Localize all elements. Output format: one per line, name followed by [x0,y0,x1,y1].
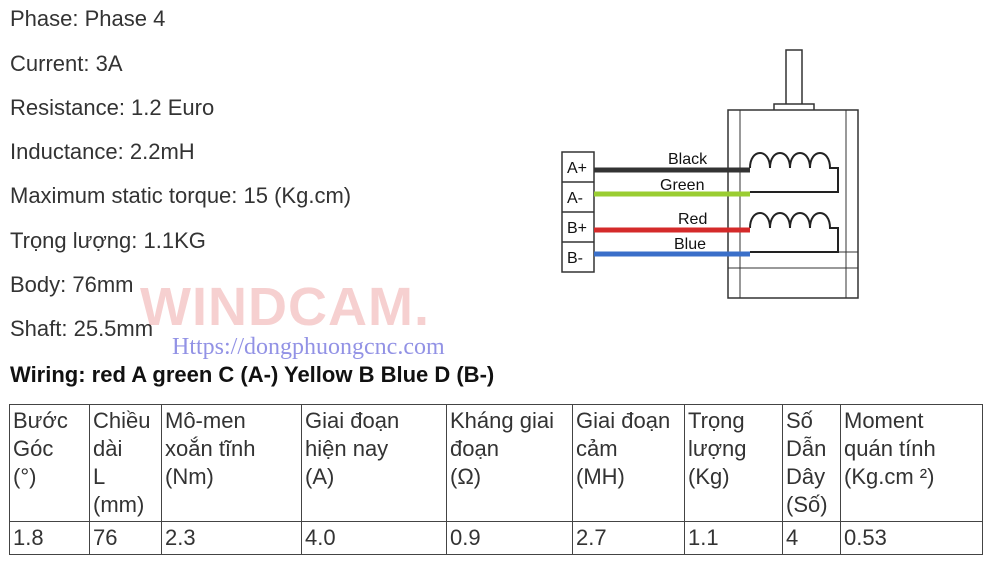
wire-label-blue: Blue [674,236,706,253]
spec-weight: Trọng lượng: 1.1KG [10,228,206,253]
table-cell: 2.3 [161,521,302,555]
coil-a [749,152,839,193]
terminal-b-plus: B+ [567,220,587,237]
spec-phase: Phase: Phase 4 [10,6,166,31]
table-header-cell: Moment quán tính (Kg.cm ²) [840,404,983,522]
header-line: dài [93,436,123,461]
motor-shaft [785,49,803,109]
stepper-motor-wiring-diagram: A+ A- B+ B- Black Green Red Blue [561,49,859,299]
table-cell: 4.0 [301,521,447,555]
header-line: Kháng giai [450,408,554,433]
table-header-cell: Kháng giai đoạn (Ω) [446,404,573,522]
header-line: xoắn tĩnh [165,436,256,461]
coil-b [749,212,839,253]
header-line: (mm) [93,492,145,517]
spec-body: Body: 76mm [10,272,134,297]
header-line: quán tính [844,436,936,461]
table-header-cell: Mô-men xoắn tĩnh (Nm) [161,404,302,522]
header-line: (Ω) [450,464,482,489]
header-line: (Số) [786,492,828,517]
header-line: đoạn [450,436,499,461]
spec-current: Current: 3A [10,51,123,76]
spec-resistance: Resistance: 1.2 Euro [10,95,215,120]
table-cell: 0.53 [840,521,983,555]
header-line: Chiều [93,408,151,433]
table-cell: 2.7 [572,521,685,555]
terminal-a-minus: A- [567,190,583,207]
terminal-a-plus: A+ [567,160,587,177]
header-line: Dẫn [786,436,827,461]
header-line: Moment [844,408,924,433]
watermark-logo: WINDCAM. [140,277,430,337]
header-line: (A) [305,464,335,489]
header-line: Giai đoạn [576,408,671,433]
wire-group [594,167,750,257]
motor-body-inner [739,109,847,299]
table-cell: 0.9 [446,521,573,555]
table-cell: 1.1 [684,521,783,555]
motor-body [727,109,859,299]
wire-label-green: Green [660,177,704,194]
header-line: Giai đoạn [305,408,400,433]
header-line: (°) [13,464,37,489]
table-cell: 4 [782,521,841,555]
header-line: Mô-men [165,408,246,433]
table-cell: 76 [89,521,162,555]
terminal-b-minus: B- [567,250,583,267]
header-line: Số [786,408,813,433]
header-line: (Kg) [688,464,730,489]
table-header-cell: Giai đoạn hiện nay (A) [301,404,447,522]
spec-inductance: Inductance: 2.2mH [10,139,195,164]
table-header-cell: Trọng lượng (Kg) [684,404,783,522]
header-line: (Nm) [165,464,214,489]
spec-shaft: Shaft: 25.5mm [10,316,154,341]
header-line: Dây [786,464,826,489]
header-line: Bước [13,408,68,433]
wiring-description: Wiring: red A green C (A-) Yellow B Blue… [10,362,495,387]
header-line: lượng [688,436,747,461]
header-line: Trọng [688,408,745,433]
header-line: hiện nay [305,436,389,461]
watermark-url: Https://dongphuongcnc.com [172,334,445,360]
spec-torque: Maximum static torque: 15 (Kg.cm) [10,183,352,208]
table-cell: 1.8 [9,521,90,555]
header-line: L [93,464,106,489]
table-header-cell: Giai đoạn cảm (MH) [572,404,685,522]
header-line: cảm [576,436,618,461]
header-line: (Kg.cm ²) [844,464,935,489]
header-line: Góc [13,436,54,461]
wire-label-red: Red [678,211,707,228]
wire-label-black: Black [668,151,708,168]
header-line: (MH) [576,464,625,489]
